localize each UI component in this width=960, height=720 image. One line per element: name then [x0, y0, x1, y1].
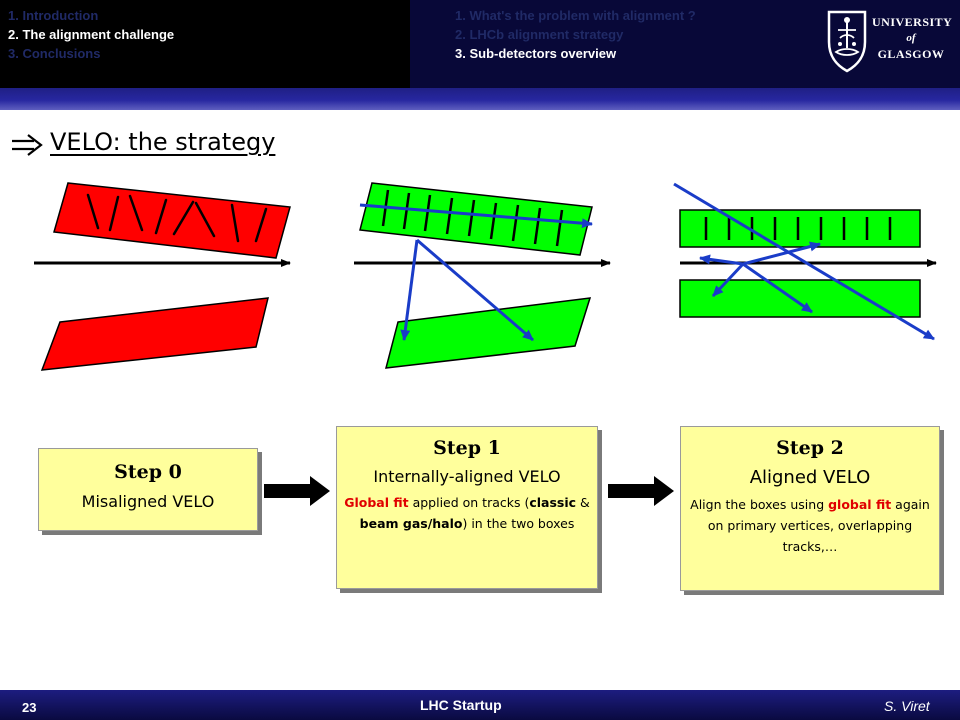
step-arrow-icon — [608, 476, 674, 506]
green-box-bottom — [679, 279, 921, 318]
section-nav: 1. Introduction 2. The alignment challen… — [8, 6, 174, 63]
nav-item-introduction[interactable]: 1. Introduction — [8, 8, 99, 23]
nav-item-conclusions[interactable]: 3. Conclusions — [8, 46, 101, 61]
university-logo: UNIVERSITY of GLASGOW — [826, 8, 953, 74]
step-2-box: Step 2 Aligned VELO Align the boxes usin… — [680, 426, 940, 591]
crest-icon — [827, 10, 867, 73]
red-module-top — [53, 182, 291, 259]
desc-text: Align the boxes using — [690, 497, 829, 512]
internally-aligned-velo-group — [354, 182, 611, 369]
green-module-top — [359, 182, 593, 256]
slide-title: VELO: the strategy — [50, 128, 276, 156]
desc-text: again on primary vertices, overlapping t… — [707, 497, 930, 554]
track-lines — [359, 203, 593, 342]
misaligned-velo-group — [34, 182, 291, 371]
step-0-title: Step 0 — [114, 461, 182, 483]
red-module-strips — [86, 193, 268, 243]
logo-line-glasgow: GLASGOW — [877, 47, 945, 61]
footer-author: S. Viret — [884, 698, 930, 714]
global-fit-highlight: Global fit — [344, 495, 409, 510]
red-module-bottom — [40, 297, 269, 371]
step-2-subtitle: Aligned VELO — [749, 467, 871, 488]
green-box-strips — [704, 217, 892, 240]
desc-text: applied on tracks ( — [408, 495, 530, 510]
header-left-panel — [0, 0, 410, 88]
desc-text: & — [576, 495, 590, 510]
step-2-description: Align the boxes using global fit again o… — [687, 494, 933, 557]
nav-item-alignment-challenge[interactable]: 2. The alignment challenge — [8, 27, 175, 42]
step-1-title: Step 1 — [433, 437, 501, 459]
classic-highlight: classic — [529, 495, 577, 510]
slide-header: 1. Introduction 2. The alignment challen… — [0, 0, 960, 110]
logo-line-university: UNIVERSITY — [872, 15, 953, 29]
aligned-velo-group — [673, 182, 937, 341]
slide-footer — [0, 690, 960, 720]
footer-title: LHC Startup — [420, 697, 502, 713]
nav-item-subdetectors[interactable]: 3. Sub-detectors overview — [455, 46, 617, 61]
vertex-track-lines — [673, 182, 935, 341]
beam-gas-halo-highlight: beam gas/halo — [359, 516, 463, 531]
nav-item-problem[interactable]: 1. What's the problem with alignment ? — [455, 8, 696, 23]
header-gradient-band — [0, 88, 960, 110]
nav-item-lhcb-strategy[interactable]: 2. LHCb alignment strategy — [455, 27, 624, 42]
velo-alignment-diagram — [34, 182, 937, 371]
page-number: 23 — [22, 700, 37, 715]
global-fit-highlight: global fit — [828, 497, 892, 512]
step-1-description: Global fit applied on tracks (classic & … — [343, 492, 591, 534]
step-arrow-icon — [264, 476, 330, 506]
green-module-strips — [381, 189, 564, 247]
header-right-panel — [410, 0, 960, 88]
green-box-top — [679, 209, 921, 248]
step-1-subtitle: Internally-aligned VELO — [373, 467, 561, 486]
green-module-bottom — [384, 297, 592, 369]
step-2-title: Step 2 — [776, 437, 844, 459]
desc-text: ) in the two boxes — [462, 516, 575, 531]
logo-line-of: of — [906, 32, 916, 44]
subsection-nav: 1. What's the problem with alignment ? 2… — [455, 6, 696, 63]
step-1-box: Step 1 Internally-aligned VELO Global fi… — [336, 426, 598, 589]
step-0-subtitle: Misaligned VELO — [81, 492, 215, 511]
logo-wordmark: UNIVERSITY of GLASGOW — [872, 14, 953, 62]
step-0-box: Step 0 Misaligned VELO — [38, 448, 258, 531]
implies-arrow-icon — [12, 134, 43, 156]
